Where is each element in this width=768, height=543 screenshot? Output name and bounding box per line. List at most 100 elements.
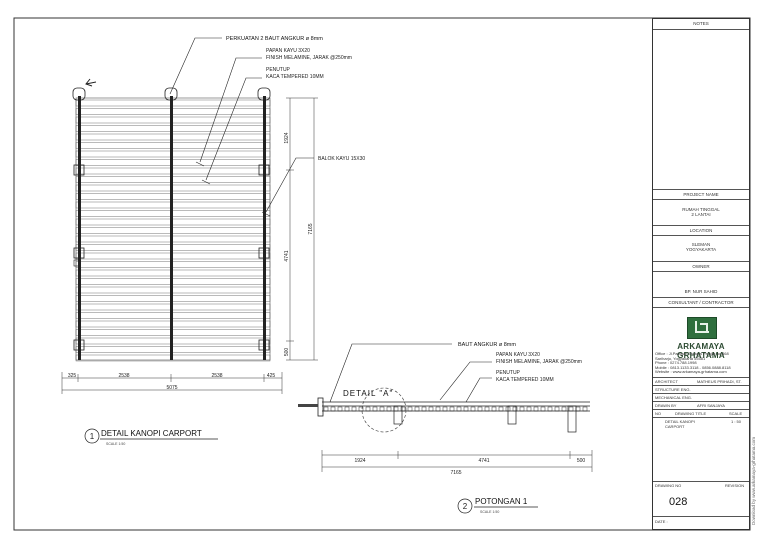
section-slat bbox=[512, 406, 518, 412]
section-slat bbox=[477, 406, 483, 412]
dim-right-7165: 7165 bbox=[308, 223, 314, 234]
drawing-number: 028 bbox=[669, 496, 688, 508]
drawing-no-label: DRAWING NO bbox=[655, 483, 682, 488]
consultant-label: CONSULTANT / CONTRACTOR bbox=[668, 300, 734, 305]
section-slat bbox=[407, 406, 413, 412]
connection-6 bbox=[258, 339, 270, 351]
section-label-kaca: KACA TEMPERED 10MM bbox=[496, 377, 554, 383]
drawing-title-2: CARPORT bbox=[665, 424, 685, 429]
plan-leaders bbox=[169, 37, 314, 217]
dim-bottom-2538-b: 2538 bbox=[211, 373, 222, 379]
no-label: NO bbox=[655, 411, 661, 416]
dim-bottom-5075: 5075 bbox=[166, 385, 177, 391]
dim-right-4741: 4741 bbox=[284, 250, 290, 261]
section-title-bubble bbox=[457, 498, 473, 514]
north-arrow-icon bbox=[85, 78, 97, 87]
detail-a-label: DETAIL "A" bbox=[343, 389, 393, 398]
structure-label: STRUCTURE ENG. bbox=[655, 387, 691, 392]
section-dim-7165: 7165 bbox=[450, 470, 461, 476]
section-anchor-bolt bbox=[298, 404, 318, 407]
firm-name: ARKAMAYA GRHATAMA bbox=[677, 342, 725, 360]
label-finish-melamine: FINISH MELAMINE, JARAK @250mm bbox=[266, 55, 352, 61]
side-watermark: Download by www.arkamaya-grhatama.com bbox=[751, 436, 756, 525]
connection-2 bbox=[258, 164, 270, 176]
beam-right bbox=[263, 96, 266, 360]
project-name-2: 2 LANTAI bbox=[691, 212, 711, 217]
section-slat bbox=[470, 406, 476, 412]
label-balok-kayu: BALOK KAYU 15X30 bbox=[318, 156, 365, 162]
detail-a-circle bbox=[361, 387, 407, 433]
location-1: SLEMAN bbox=[691, 242, 711, 247]
owner-name: BP. NUR SAHID bbox=[684, 289, 718, 294]
location-2: YOGYAKARTA bbox=[685, 247, 717, 252]
drawing-title-label: DRAWING TITLE bbox=[675, 411, 707, 416]
section-slat bbox=[393, 406, 399, 412]
section-slat bbox=[568, 406, 574, 412]
section-slat bbox=[582, 406, 588, 412]
section-slat bbox=[337, 406, 343, 412]
beam-middle bbox=[170, 96, 173, 360]
date-label: DATE : bbox=[655, 519, 668, 524]
section-dim-4741: 4741 bbox=[478, 458, 489, 464]
mechanical-label: MECHANICAL ENG. bbox=[655, 395, 692, 400]
label-penutup: PENUTUP bbox=[266, 67, 291, 73]
project-name-label: PROJECT NAME bbox=[683, 192, 719, 197]
section-label-papan: PAPAN KAYU 3X20 bbox=[496, 352, 540, 358]
dim-bottom-2538-a: 2538 bbox=[118, 373, 129, 379]
section-slat bbox=[386, 406, 392, 412]
revision-label: REVISION bbox=[725, 483, 745, 488]
notes-label: NOTES bbox=[693, 21, 709, 26]
beam-group bbox=[72, 87, 271, 360]
anchor-top-middle bbox=[164, 87, 178, 101]
section-slat bbox=[491, 406, 497, 412]
label-perkuatan: PERKUATAN 2 BAUT ANGKUR ø 8mm bbox=[226, 36, 323, 42]
section-slat-group bbox=[323, 406, 588, 412]
plan-title: DETAIL KANOPI CARPORT bbox=[101, 429, 202, 438]
section-slat bbox=[442, 406, 448, 412]
connection-4 bbox=[258, 247, 270, 259]
section-dims bbox=[321, 450, 593, 472]
plan-view: PERKUATAN 2 BAUT ANGKUR ø 8mm PAPAN KAYU… bbox=[61, 36, 365, 446]
section-slat bbox=[463, 406, 469, 412]
location-label: LOCATION bbox=[689, 228, 713, 233]
section-slat bbox=[533, 406, 539, 412]
section-slat bbox=[330, 406, 336, 412]
section-slat bbox=[561, 406, 567, 412]
firm-info: Office : Jl.Palagan Tentara Pelajar no.8… bbox=[655, 351, 731, 375]
section-left-wall bbox=[317, 397, 324, 417]
section-dim-500: 500 bbox=[577, 458, 586, 464]
label-kaca-tempered: KACA TEMPERED 10MM bbox=[266, 74, 324, 80]
section-slat bbox=[414, 406, 420, 412]
dim-right-1924: 1924 bbox=[284, 132, 290, 143]
plan-title-bubble bbox=[84, 428, 100, 444]
section-title-number: 2 bbox=[463, 502, 468, 511]
anchor-top-left bbox=[72, 87, 86, 101]
label-papan-kayu: PAPAN KAYU 3X20 bbox=[266, 48, 310, 54]
section-title: POTONGAN 1 bbox=[475, 497, 528, 506]
beam-left bbox=[78, 96, 81, 360]
dim-bottom-325: 325 bbox=[68, 373, 77, 379]
logo-mark-icon bbox=[695, 321, 709, 333]
plan-dim-bottom bbox=[61, 372, 283, 394]
section-slat bbox=[372, 406, 378, 412]
section-label-penutup: PENUTUP bbox=[496, 370, 521, 376]
connection-1 bbox=[73, 164, 85, 176]
connection-5 bbox=[73, 339, 85, 351]
connection-3 bbox=[73, 247, 85, 259]
section-supports bbox=[393, 405, 577, 433]
section-slat bbox=[540, 406, 546, 412]
section-slat bbox=[449, 406, 455, 412]
title-block: NOTES PROJECT NAME RUMAH TINGGAL 2 LANTA… bbox=[652, 18, 750, 530]
section-slat bbox=[435, 406, 441, 412]
anchor-top-right bbox=[257, 87, 271, 101]
drawn-by-label: DRAWN BY bbox=[655, 403, 677, 408]
owner-label: OWNER bbox=[692, 264, 710, 269]
section-slat bbox=[554, 406, 560, 412]
section-dim-1924: 1924 bbox=[354, 458, 365, 464]
section-slat bbox=[575, 406, 581, 412]
section-label-baut: BAUT ANGKUR ø 8mm bbox=[458, 342, 516, 348]
project-name-1: RUMAH TINGGAL bbox=[682, 207, 720, 212]
drawn-by-name: AFRI SANJAYA bbox=[697, 403, 725, 408]
section-slat bbox=[526, 406, 532, 412]
plan-dim-right bbox=[286, 97, 318, 361]
